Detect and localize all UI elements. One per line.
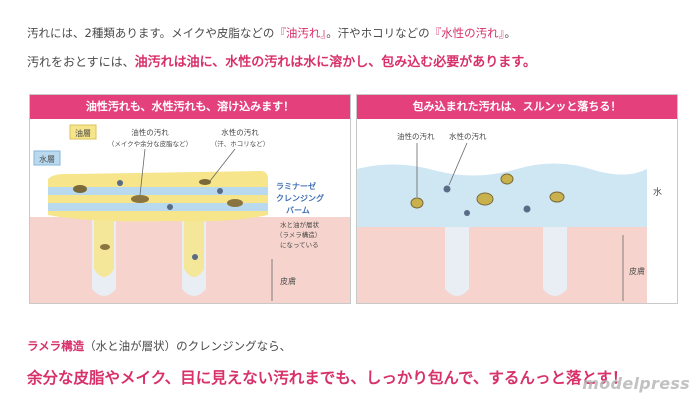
intro-text: 。 — [504, 26, 516, 40]
intro-text: 。汗やホコリなどの — [326, 26, 430, 40]
intro-line-2: 汚れをおとすには、油汚れは油に、水性の汚れは水に溶かし、包み込む必要があります。 — [27, 56, 536, 69]
oily-dirt-particle — [73, 185, 87, 193]
footer-text: （水と油が層状）のクレンジングなら、 — [84, 339, 292, 353]
balm-layers — [48, 171, 268, 222]
skin-area — [357, 227, 647, 303]
left-diagram-panel: 油性汚れも、水性汚れも、溶け込みます！ 油層 水層 油性の汚れ （メイクや余分な… — [29, 94, 351, 304]
skin-label: 皮膚 — [629, 266, 645, 276]
pointer-line — [139, 148, 146, 196]
water-dirt-particle — [217, 188, 223, 194]
water-dirt-particle — [192, 254, 198, 260]
oily-dirt-particle — [131, 195, 149, 203]
lamellar-term: ラメラ構造 — [27, 339, 85, 353]
left-panel-banner: 油性汚れも、水性汚れも、溶け込みます！ — [30, 95, 350, 119]
water-label: 水 — [653, 186, 662, 198]
water-dirt-term: 『水性の汚れ』 — [429, 26, 505, 40]
intro-text: 汚れをおとすには、 — [27, 55, 135, 69]
intro-text: 汚れには、2種類あります。メイクや皮脂などの — [27, 26, 275, 40]
oil-layer-tag — [69, 124, 97, 140]
water-dirt-label: 水性の汚れ — [449, 131, 487, 141]
water-layer-label: 水層 — [39, 154, 55, 164]
water-dirt-particle — [117, 180, 123, 186]
footer-tagline: 余分な皮脂やメイク、目に見えない汚れまでも、しっかり包んで、するんっと落とす！ — [27, 369, 628, 387]
balm-drip — [184, 215, 204, 277]
water-dirt-particle — [523, 205, 531, 213]
oily-dirt-label: 油性の汚れ — [397, 131, 435, 141]
oily-dirt-label: 油性の汚れ — [131, 127, 169, 137]
product-name: ラミナーゼ — [276, 181, 316, 191]
watermark-logo: modelpress — [582, 374, 690, 393]
skin-label: 皮膚 — [280, 276, 296, 286]
water-dirt-label: 水性の汚れ — [221, 127, 259, 137]
right-diagram-panel: 包み込まれた汚れは、スルンッと落ちる！ 油性の汚れ 水性の汚れ 水 皮膚 — [356, 94, 678, 304]
oily-dirt-particle — [549, 191, 565, 203]
water-layer-tag — [33, 150, 61, 166]
water-dirt-particle — [443, 185, 451, 193]
pointer-line — [209, 148, 236, 182]
pointer-line — [448, 142, 468, 186]
oily-dirt-particle — [410, 197, 424, 209]
water-layer-band — [48, 187, 268, 195]
right-diagram: 油性の汚れ 水性の汚れ 水 皮膚 — [357, 131, 662, 303]
oily-dirt-particle — [227, 199, 243, 207]
product-name: バーム — [286, 206, 310, 215]
lamellar-note: （ラメラ構造） — [276, 230, 321, 239]
oily-dirt-particle — [476, 192, 494, 206]
oily-dirt-particle — [500, 173, 514, 185]
oil-layer-label: 油層 — [75, 128, 91, 138]
lamellar-note: 水と油が層状 — [280, 220, 320, 229]
lamellar-note: になっている — [280, 241, 319, 249]
left-diagram: 油層 水層 油性の汚れ （メイクや余分な皮脂など） 水性の汚れ （汗、ホコリなど… — [30, 124, 350, 303]
footer-line-1: ラメラ構造（水と油が層状）のクレンジングなら、 — [27, 338, 291, 354]
intro-line-1: 汚れには、2種類あります。メイクや皮脂などの『油汚れ』。汗やホコリなどの『水性の… — [27, 26, 516, 40]
water-dirt-particle — [464, 210, 470, 216]
oily-dirt-particle — [100, 244, 110, 250]
water-dirt-sublabel: （汗、ホコリなど） — [211, 140, 270, 148]
intro-emphasis: 油汚れは油に、水性の汚れは水に溶かし、包み込む必要があります。 — [134, 55, 536, 70]
skin-pore — [445, 227, 469, 296]
water-layer-band — [48, 203, 268, 211]
water-dirt-particle — [167, 204, 173, 210]
water-area — [357, 163, 647, 227]
oily-dirt-particle — [199, 179, 211, 185]
skin-pore — [543, 227, 567, 296]
product-name: クレンジング — [276, 193, 324, 203]
oily-dirt-sublabel: （メイクや余分な皮脂など） — [108, 139, 192, 148]
right-panel-banner: 包み込まれた汚れは、スルンッと落ちる！ — [357, 95, 677, 119]
oil-dirt-term: 『油汚れ』 — [274, 26, 327, 40]
